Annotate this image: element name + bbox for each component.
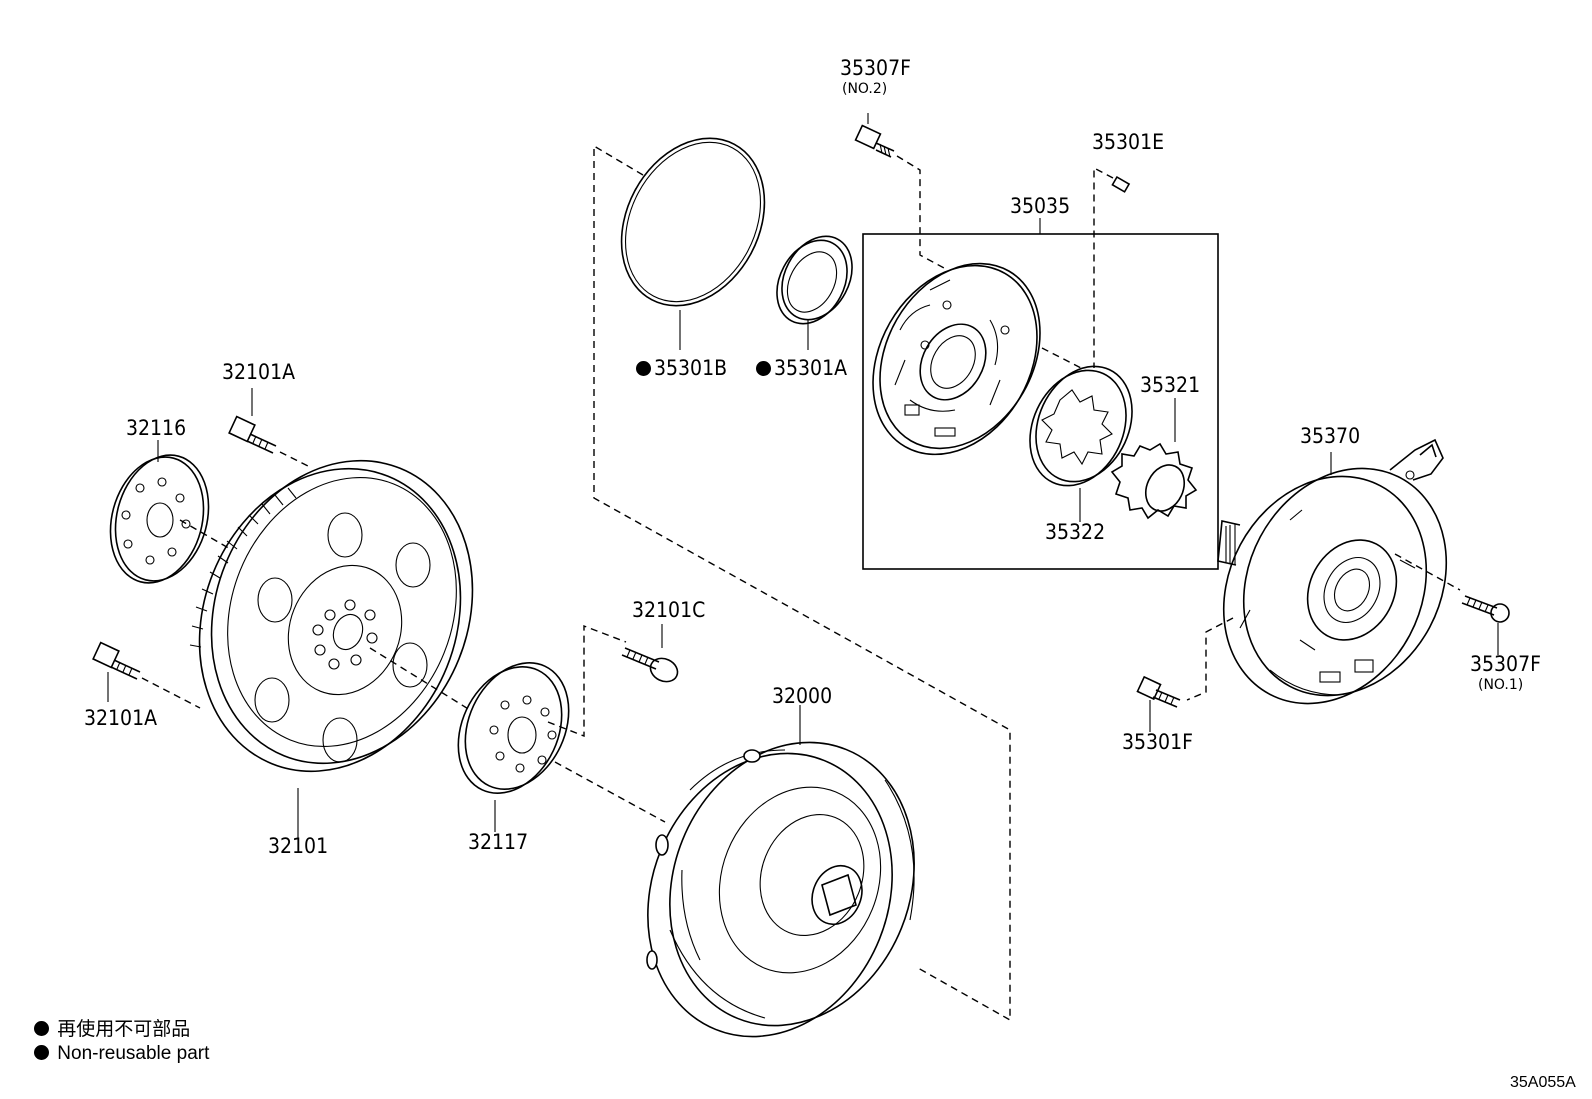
legend-english: Non-reusable part (34, 1044, 209, 1063)
o-ring-35301b (620, 137, 766, 350)
label-35307f-no1-sub: (NO.1) (1478, 677, 1524, 693)
label-32116: 32116 (126, 416, 187, 440)
label-35370: 35370 (1300, 424, 1361, 448)
legend-line2: Non-reusable part (57, 1043, 210, 1064)
label-32117: 32117 (468, 830, 529, 854)
label-35301f: 35301F (1122, 730, 1193, 754)
label-35307f-no2-sub: (NO.2) (842, 81, 888, 97)
legend-dot-icon (34, 1045, 49, 1060)
label-35301a-text: 35301A (774, 356, 848, 380)
label-35301b-text: 35301B (654, 356, 728, 380)
pump-stator-plate (872, 262, 1041, 456)
plate-32117 (457, 662, 570, 832)
label-32000: 32000 (772, 684, 833, 708)
label-35322: 35322 (1045, 520, 1106, 544)
label-35301b: 35301B (636, 358, 727, 379)
bolt-32101a-top (228, 388, 277, 454)
bolt-32101a-bottom (92, 641, 141, 702)
non-reusable-dot-icon (636, 361, 651, 376)
oil-pump-assembly-35370 (1217, 438, 1448, 705)
torque-converter-32000 (646, 705, 915, 1038)
label-32101a-top: 32101A (222, 360, 296, 384)
label-32101a-bottom: 32101A (84, 706, 158, 730)
label-35307f-no2: 35307F (840, 56, 911, 80)
bolt-35301f (1136, 675, 1181, 732)
diagram-code: 35A055A (1510, 1074, 1576, 1091)
label-35307f-no1: 35307F (1470, 652, 1541, 676)
label-35301a: 35301A (756, 358, 847, 379)
legend-dot-icon (34, 1021, 49, 1036)
driven-gear-35322 (1029, 365, 1133, 522)
label-35321: 35321 (1140, 373, 1201, 397)
label-32101c: 32101C (632, 598, 706, 622)
pin-35301e (1111, 175, 1131, 193)
label-35035: 35035 (1010, 194, 1071, 218)
legend-line1: 再使用不可部品 (57, 1019, 191, 1040)
drive-plate-32101 (189, 459, 474, 840)
legend-japanese: 再使用不可部品 (34, 1020, 190, 1039)
bolt-35307f-no1 (1461, 595, 1510, 655)
non-reusable-dot-icon (756, 361, 771, 376)
bolt-32101c (621, 624, 679, 683)
label-32101: 32101 (268, 834, 329, 858)
oil-seal-35301a (776, 235, 853, 350)
bolt-35307f-no2 (854, 113, 895, 158)
label-35301e: 35301E (1092, 130, 1165, 154)
plate-32116 (109, 440, 210, 584)
drive-gear-35321 (1110, 398, 1198, 520)
